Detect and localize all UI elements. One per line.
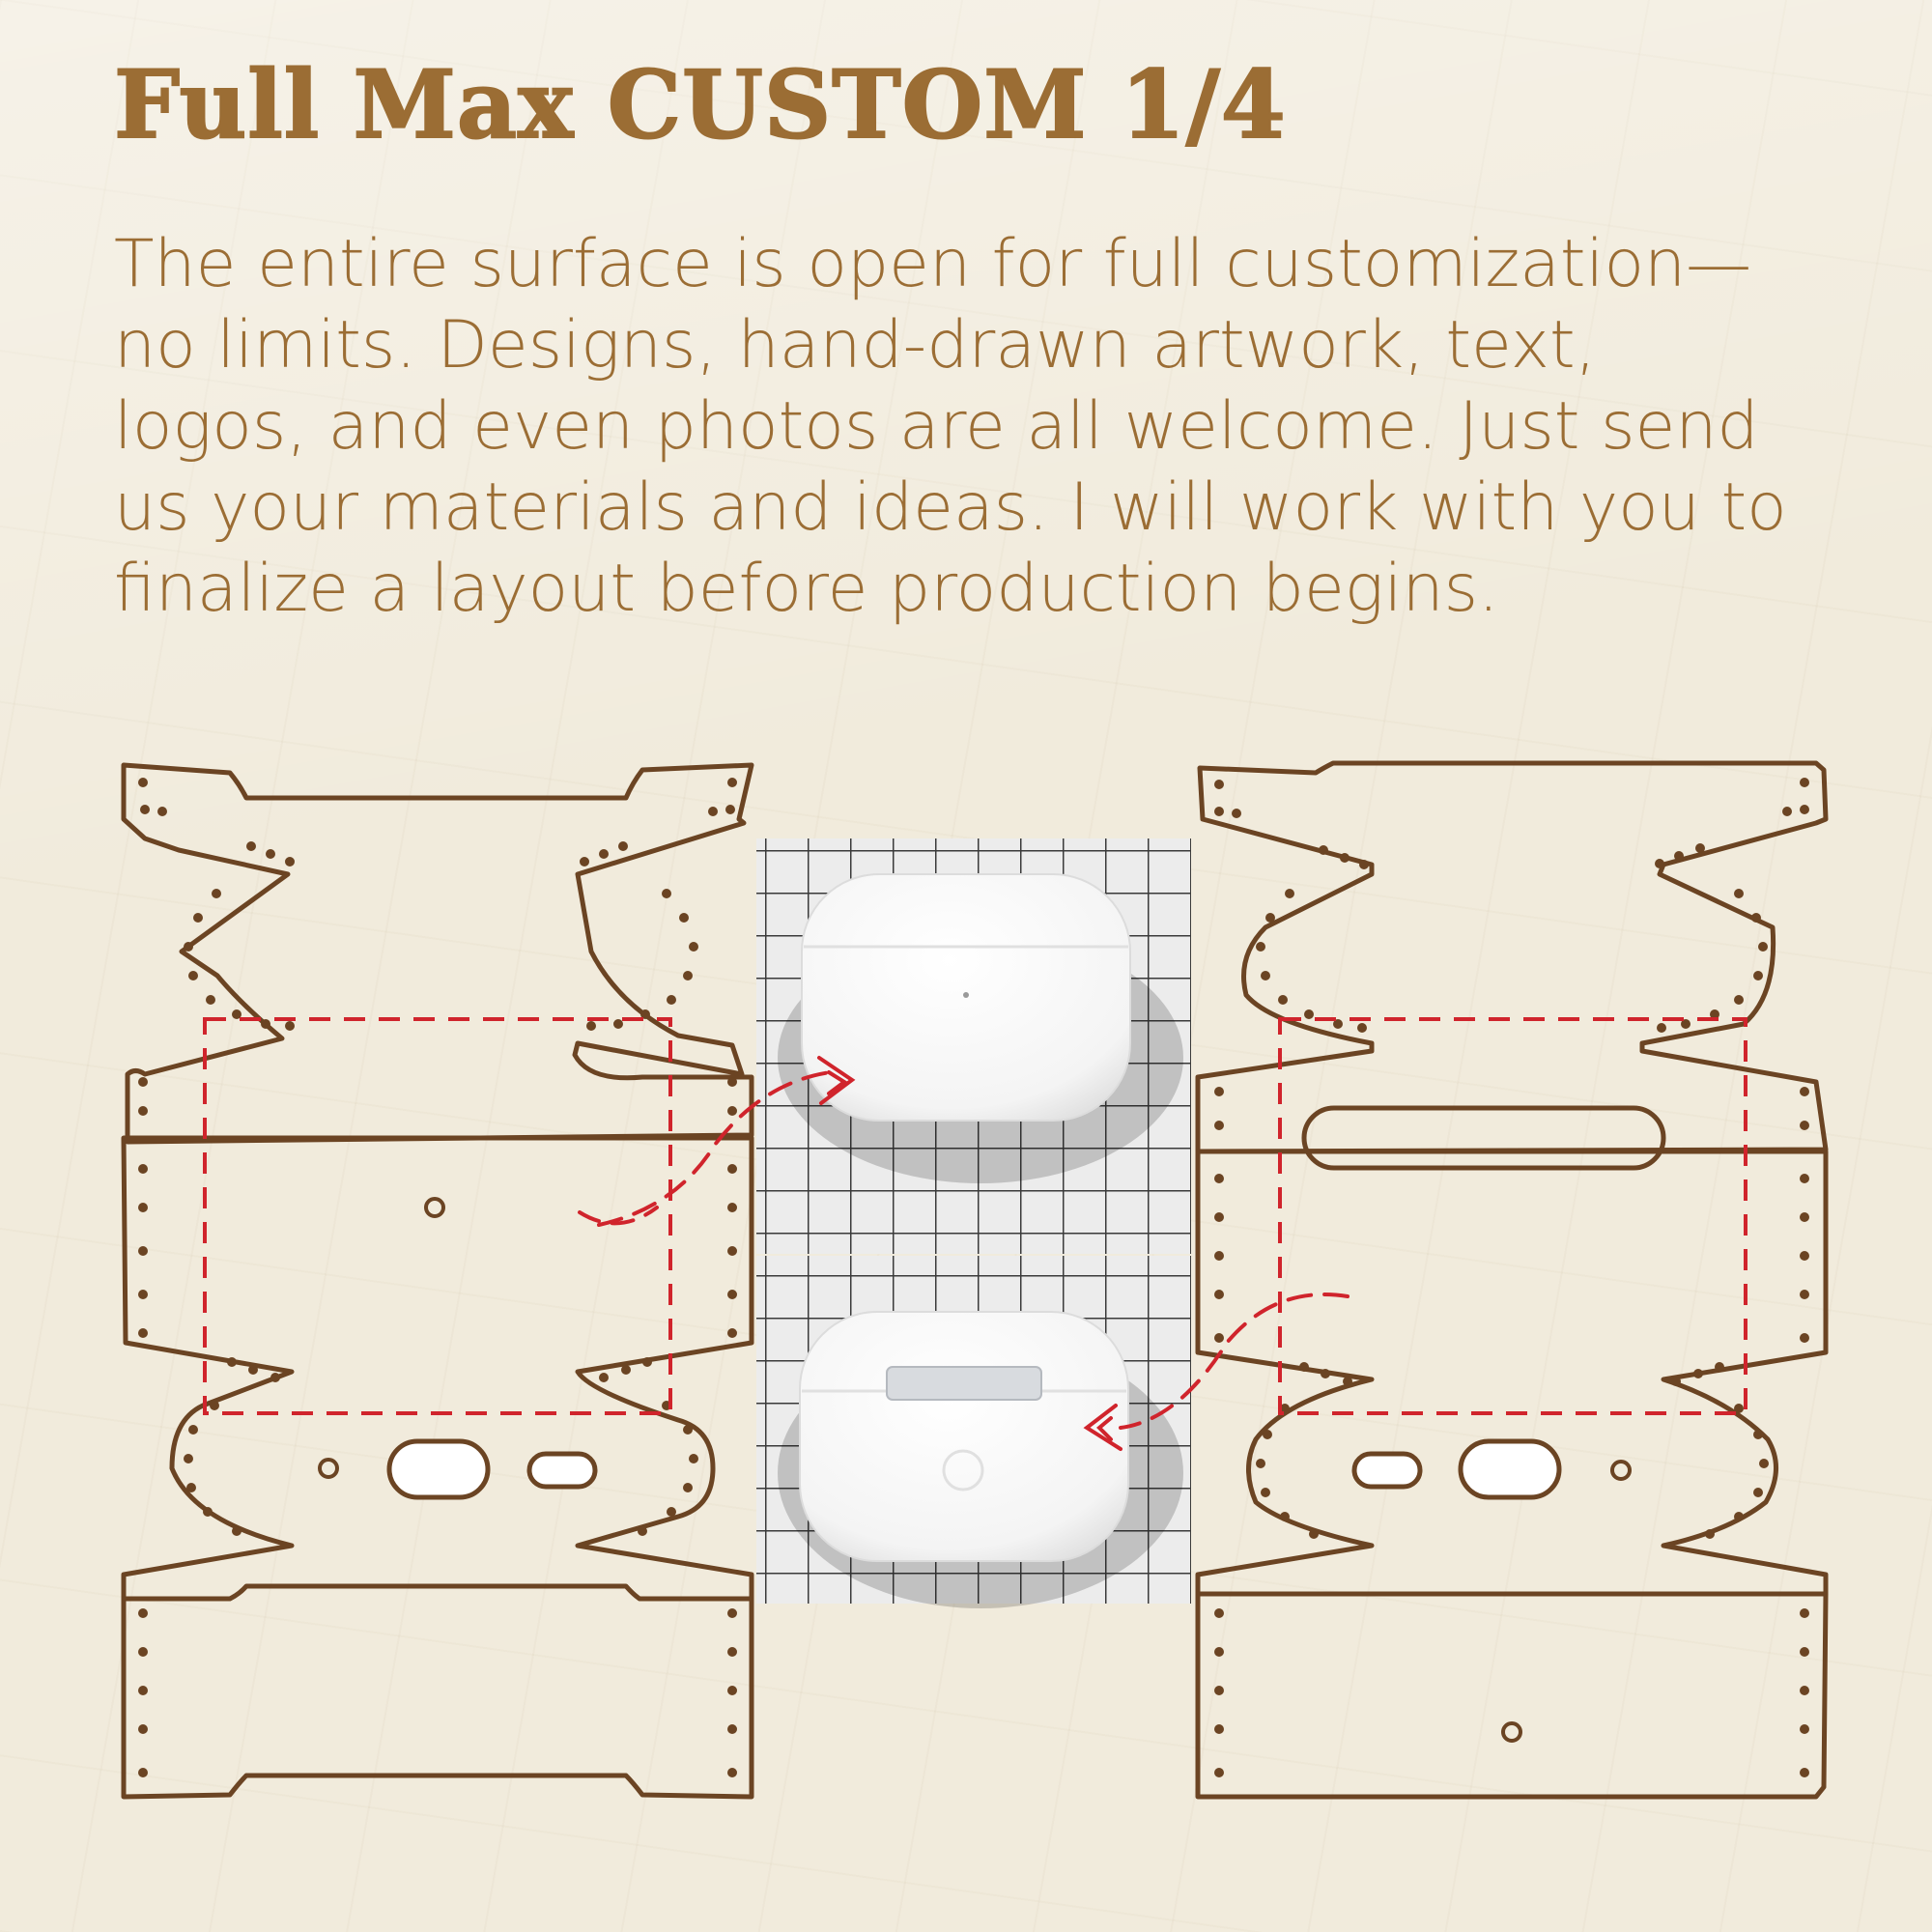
right-piece-bottom-tab	[1195, 1593, 1829, 1800]
left-pattern-piece	[121, 762, 754, 1800]
airpods-case-back	[799, 1311, 1129, 1562]
left-piece-body	[121, 1135, 754, 1602]
right-button-slot	[1351, 1451, 1423, 1490]
description-line: finalize a layout before production begi…	[114, 551, 1499, 627]
setup-button	[942, 1449, 984, 1492]
left-piece-bottom-tab	[121, 1599, 754, 1800]
right-port-slot	[1458, 1438, 1562, 1500]
right-small-hole	[1610, 1460, 1632, 1481]
hinge	[886, 1366, 1042, 1401]
description-line: no limits. Designs, hand-drawn artwork, …	[114, 307, 1597, 384]
right-customization-area	[1278, 1017, 1747, 1415]
left-piece-outline	[121, 762, 754, 1145]
status-light	[963, 992, 969, 998]
left-stitch-dots	[138, 778, 737, 1777]
description-line: us your materials and ideas. I will work…	[114, 469, 1787, 546]
description: The entire surface is open for full cust…	[114, 224, 1853, 630]
left-hole	[424, 1197, 445, 1218]
left-button-slot	[526, 1451, 598, 1490]
right-piece-body	[1195, 1149, 1829, 1597]
right-hole	[1501, 1721, 1522, 1743]
arrow-to-front-photo	[578, 1056, 856, 1227]
page-title: Full Max CUSTOM 1/4	[113, 49, 1287, 160]
left-small-hole	[318, 1458, 339, 1479]
left-port-slot	[386, 1438, 491, 1500]
right-stitch-dots	[1214, 778, 1809, 1777]
description-line: The entire surface is open for full cust…	[114, 226, 1752, 302]
case-back-photo	[756, 1256, 1191, 1608]
right-pattern-piece	[1195, 760, 1829, 1800]
arrow-to-back-photo	[1083, 1293, 1350, 1451]
right-window-slot	[1301, 1105, 1666, 1171]
case-front-photo	[756, 838, 1191, 1254]
right-piece-outline	[1195, 760, 1829, 1154]
description-line: logos, and even photos are all welcome. …	[114, 388, 1759, 465]
left-customization-area	[203, 1017, 672, 1415]
